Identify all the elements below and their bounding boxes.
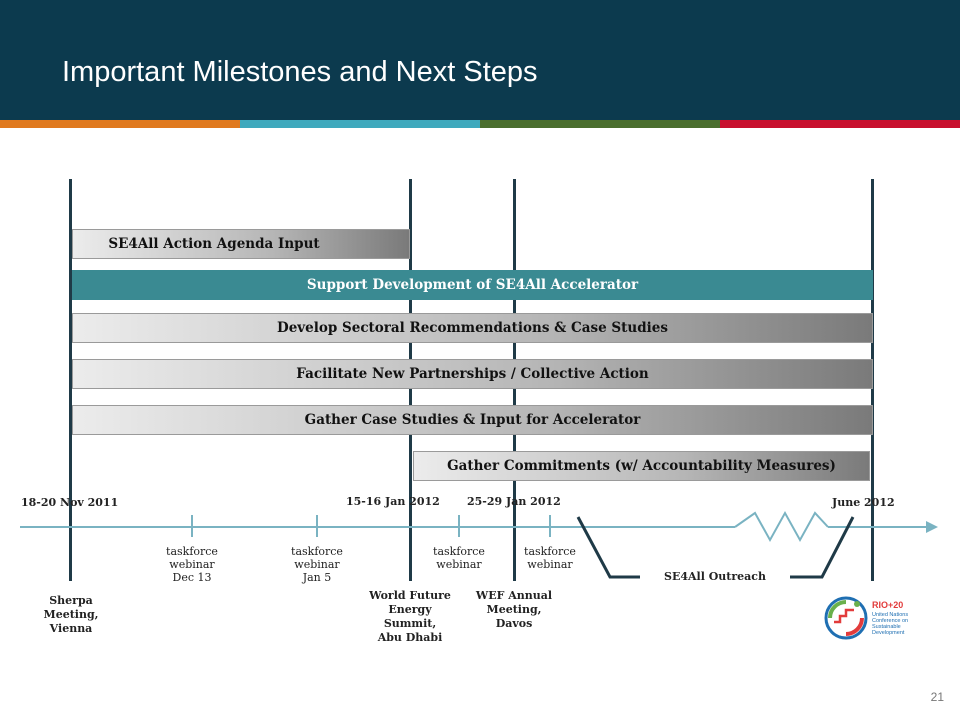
webinar-label-4: taskforce webinar: [524, 545, 576, 571]
date-jan15-2012: 15-16 Jan 2012: [346, 495, 440, 508]
event-sherpa-meeting: Sherpa Meeting, Vienna: [43, 594, 99, 635]
page-number: 21: [930, 690, 944, 704]
svg-text:RIO+20: RIO+20: [872, 600, 903, 610]
bar-gather-case-studies: Gather Case Studies & Input for Accelera…: [72, 405, 873, 435]
webinar-label-3: taskforce webinar: [433, 545, 485, 571]
tick-webinar-dec13: [191, 515, 193, 537]
header-band: [0, 0, 960, 120]
svg-text:Conference on: Conference on: [872, 618, 908, 624]
event-wef: WEF Annual Meeting, Davos: [475, 589, 553, 630]
tick-webinar-4: [549, 515, 551, 537]
rio20-logo: RIO+20 United Nations Conference on Sust…: [824, 596, 908, 640]
svg-text:Development: Development: [872, 630, 905, 636]
bar-gather-commitments: Gather Commitments (w/ Accountability Me…: [413, 451, 870, 481]
date-jan25-2012: 25-29 Jan 2012: [467, 495, 561, 508]
bar-new-partnerships: Facilitate New Partnerships / Collective…: [72, 359, 873, 389]
webinar-label-jan5: taskforce webinar Jan 5: [291, 545, 343, 584]
svg-text:Sustainable: Sustainable: [872, 624, 901, 630]
stripe-orange: [0, 120, 240, 128]
bar-support-accelerator: Support Development of SE4All Accelerato…: [72, 270, 873, 300]
webinar-label-dec13: taskforce webinar Dec 13: [166, 545, 218, 584]
event-wfes: World Future Energy Summit, Abu Dhabi: [369, 589, 451, 644]
date-nov-2011: 18-20 Nov 2011: [21, 496, 119, 509]
tick-webinar-3: [458, 515, 460, 537]
svg-text:United Nations: United Nations: [872, 612, 908, 618]
bar-sectoral-recommendations: Develop Sectoral Recommendations & Case …: [72, 313, 873, 343]
stripe-red: [720, 120, 960, 128]
page-title: Important Milestones and Next Steps: [62, 56, 538, 88]
bar-action-agenda-input: SE4All Action Agenda Input: [72, 229, 410, 259]
tick-webinar-jan5: [316, 515, 318, 537]
event-outreach: SE4All Outreach: [664, 570, 766, 583]
stripe-green: [480, 120, 720, 128]
date-june-2012: June 2012: [832, 496, 895, 509]
stripe-cyan: [240, 120, 480, 128]
milestone-line-nov: [69, 179, 72, 581]
